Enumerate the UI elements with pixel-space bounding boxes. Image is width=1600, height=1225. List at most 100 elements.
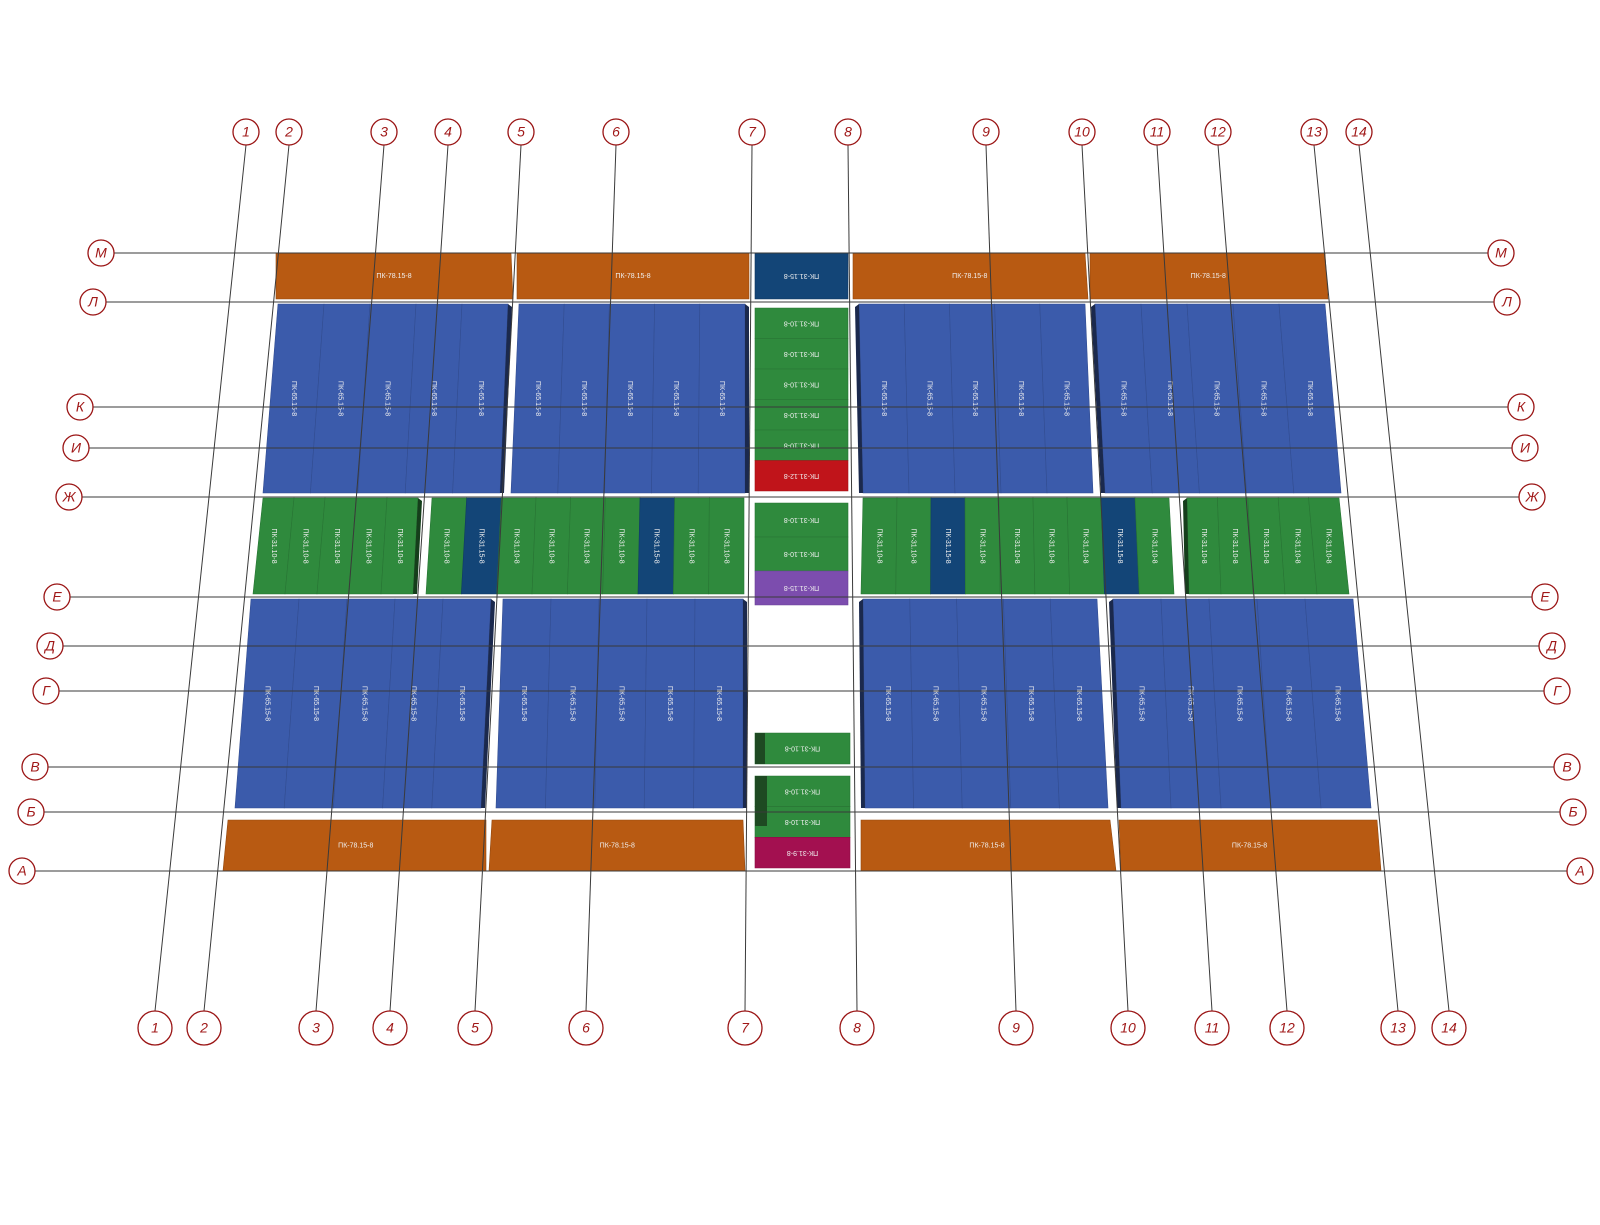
panel-label: ПК-31.10-8 bbox=[784, 550, 819, 557]
center-upper-stack-panel: ПК-31.12-8 bbox=[754, 460, 849, 492]
plank-label: ПК-65.15-8 bbox=[626, 381, 633, 416]
row-label: А bbox=[1574, 863, 1584, 879]
plank-label: ПК-65.15-8 bbox=[1334, 686, 1341, 721]
center-lower-upper-edge bbox=[755, 733, 765, 764]
column-label: 4 bbox=[386, 1020, 394, 1036]
panel-label: ПК-31.10-8 bbox=[784, 319, 819, 326]
row-label: Ж bbox=[62, 489, 77, 505]
row-label: Е bbox=[52, 589, 62, 605]
column-bubble-bottom: 7 bbox=[727, 1010, 763, 1046]
plank-label: ПК-65.15-8 bbox=[361, 686, 368, 721]
panel-shape bbox=[754, 460, 849, 492]
column-bubble-bottom: 2 bbox=[186, 1010, 222, 1046]
middle-bay-1-plank: ПК-31.10-8 bbox=[380, 497, 419, 595]
plank-label: ПК-31.15-8 bbox=[1116, 528, 1123, 563]
plank-label: ПК-65.15-8 bbox=[1119, 381, 1126, 416]
center-upper-stack-panel: ПК-31.10-8 bbox=[754, 429, 849, 461]
column-label: 1 bbox=[151, 1020, 159, 1036]
row-label: М bbox=[1495, 245, 1507, 261]
plank-label: ПК-65.15-8 bbox=[718, 381, 725, 416]
middle-bay-3-plank: ПК-31.10-8 bbox=[1066, 497, 1105, 595]
column-label: 5 bbox=[517, 124, 525, 140]
column-axis-line bbox=[1156, 144, 1213, 1012]
axis-gridlines bbox=[35, 144, 1567, 1012]
column-bubble-bottom: 4 bbox=[372, 1010, 408, 1046]
row-bubble-left: М bbox=[87, 239, 115, 267]
column-bubble-top: 4 bbox=[434, 118, 462, 146]
column-axis-line bbox=[154, 144, 247, 1012]
top-orange-slab-label: ПК-78.15-8 bbox=[615, 273, 650, 280]
column-label: 6 bbox=[612, 124, 620, 140]
plank-label: ПК-31.10-8 bbox=[1013, 528, 1020, 563]
lower-blue-bay-plank: ПК-65.15-8 bbox=[594, 598, 648, 809]
upper-blue-bay-edge bbox=[1091, 304, 1105, 493]
axis-bubble-circle bbox=[137, 1010, 173, 1046]
column-label: 9 bbox=[982, 124, 990, 140]
plank-label: ПК-65.15-8 bbox=[1306, 381, 1313, 416]
plank-label: ПК-65.15-8 bbox=[1017, 381, 1024, 416]
column-bubble-bottom: 13 bbox=[1380, 1010, 1416, 1046]
column-bubble-bottom: 3 bbox=[298, 1010, 334, 1046]
bottom-orange-slab-label: ПК-78.15-8 bbox=[600, 842, 635, 849]
axis-bubble-circle bbox=[998, 1010, 1034, 1046]
axis-bubble-circle bbox=[1431, 1010, 1467, 1046]
column-bubble-bottom: 11 bbox=[1194, 1010, 1230, 1046]
row-bubble-left: Л bbox=[79, 288, 107, 316]
center-lower-upper-panel: ПК-31.10-8 bbox=[754, 732, 851, 765]
row-label: К bbox=[1517, 399, 1526, 415]
column-label: 12 bbox=[1210, 124, 1226, 140]
axis-bubble-circle bbox=[372, 1010, 408, 1046]
column-bubble-top: 5 bbox=[507, 118, 535, 146]
middle-bay-4-plank: ПК-31.10-8 bbox=[1186, 497, 1222, 595]
plank-label: ПК-65.15-8 bbox=[312, 686, 319, 721]
middle-bay-2-plank: ПК-31.15-8 bbox=[461, 497, 502, 595]
row-label: Г bbox=[42, 683, 51, 699]
lower-blue-bay-plank: ПК-65.15-8 bbox=[1304, 598, 1372, 809]
row-bubble-right: А bbox=[1566, 857, 1594, 885]
top-orange-slab: ПК-78.15-8 bbox=[1089, 252, 1329, 300]
axis-bubble-circle bbox=[839, 1010, 875, 1046]
column-bubble-top: 6 bbox=[602, 118, 630, 146]
row-label: Ж bbox=[1525, 489, 1540, 505]
plank-label: ПК-31.10-8 bbox=[1200, 528, 1207, 563]
lower-blue-bay-edge bbox=[481, 599, 495, 808]
plank-label: ПК-65.15-8 bbox=[534, 381, 541, 416]
column-bubble-top: 11 bbox=[1143, 118, 1171, 146]
panel-label: ПК-31.10-8 bbox=[784, 350, 819, 357]
plank-label: ПК-31.10-8 bbox=[333, 528, 340, 563]
axis-bubble-circle bbox=[972, 118, 1000, 146]
plank-label: ПК-31.10-8 bbox=[513, 528, 520, 563]
row-label: А bbox=[16, 863, 26, 879]
column-bubble-bottom: 12 bbox=[1269, 1010, 1305, 1046]
middle-bay-1-edge bbox=[413, 498, 422, 594]
column-bubble-bottom: 8 bbox=[839, 1010, 875, 1046]
axis-bubble-circle bbox=[738, 118, 766, 146]
row-bubble-right: Ж bbox=[1518, 483, 1546, 511]
lower-blue-bay-edge bbox=[1109, 599, 1121, 808]
middle-bay-2-plank: ПК-31.10-8 bbox=[567, 497, 606, 595]
top-orange-slab-label: ПК-78.15-8 bbox=[952, 273, 987, 280]
axis-bubble-circle bbox=[727, 1010, 763, 1046]
plank-label: ПК-31.10-8 bbox=[1231, 528, 1238, 563]
axis-bubble-circle bbox=[1269, 1010, 1305, 1046]
panel-label: ПК-31.10-8 bbox=[785, 745, 820, 752]
middle-bay-4-plank: ПК-31.10-8 bbox=[1308, 497, 1350, 595]
column-label: 13 bbox=[1306, 124, 1322, 140]
lower-blue-bay-edge bbox=[743, 599, 747, 808]
row-label: Д bbox=[1545, 638, 1557, 654]
row-label: Е bbox=[1540, 589, 1550, 605]
top-orange-slab: ПК-78.15-8 bbox=[275, 252, 514, 300]
axis-bubble-circle bbox=[1300, 118, 1328, 146]
column-axis-line bbox=[474, 144, 522, 1012]
row-bubble-left: Е bbox=[43, 583, 71, 611]
center-upper-stack-panel: ПК-31.10-8 bbox=[754, 368, 849, 400]
plank-label: ПК-65.15-8 bbox=[430, 381, 437, 416]
plank-shape bbox=[1308, 497, 1350, 595]
center-middle-stack-panel: ПК-31.10-8 bbox=[754, 536, 849, 572]
row-bubble-left: И bbox=[62, 434, 90, 462]
lower-blue-bay-plank: ПК-65.15-8 bbox=[1003, 598, 1060, 809]
center-middle-stack: ПК-31.10-8ПК-31.10-8ПК-31.15-8 bbox=[754, 502, 849, 606]
plank-label: ПК-65.15-8 bbox=[337, 381, 344, 416]
